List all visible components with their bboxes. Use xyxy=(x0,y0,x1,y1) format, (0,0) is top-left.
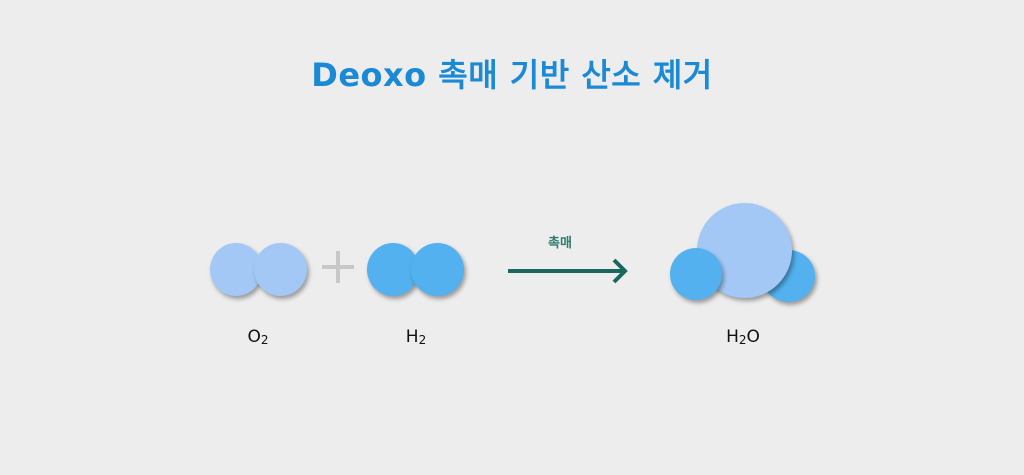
hydrogen-atom xyxy=(367,243,419,296)
h2-label: H2 xyxy=(405,327,427,347)
oxygen-atom xyxy=(254,243,307,296)
hydrogen-atom xyxy=(411,243,464,296)
oxygen-atom xyxy=(210,243,262,296)
reaction-arrow-icon xyxy=(508,258,628,284)
plus-icon xyxy=(322,251,354,283)
hydrogen-atom xyxy=(670,248,722,300)
o2-label: O2 xyxy=(247,327,269,347)
h2o-label: H2O xyxy=(726,327,760,347)
catalyst-label: 촉매 xyxy=(548,236,572,251)
page-title: Deoxo 촉매 기반 산소 제거 xyxy=(311,56,713,94)
